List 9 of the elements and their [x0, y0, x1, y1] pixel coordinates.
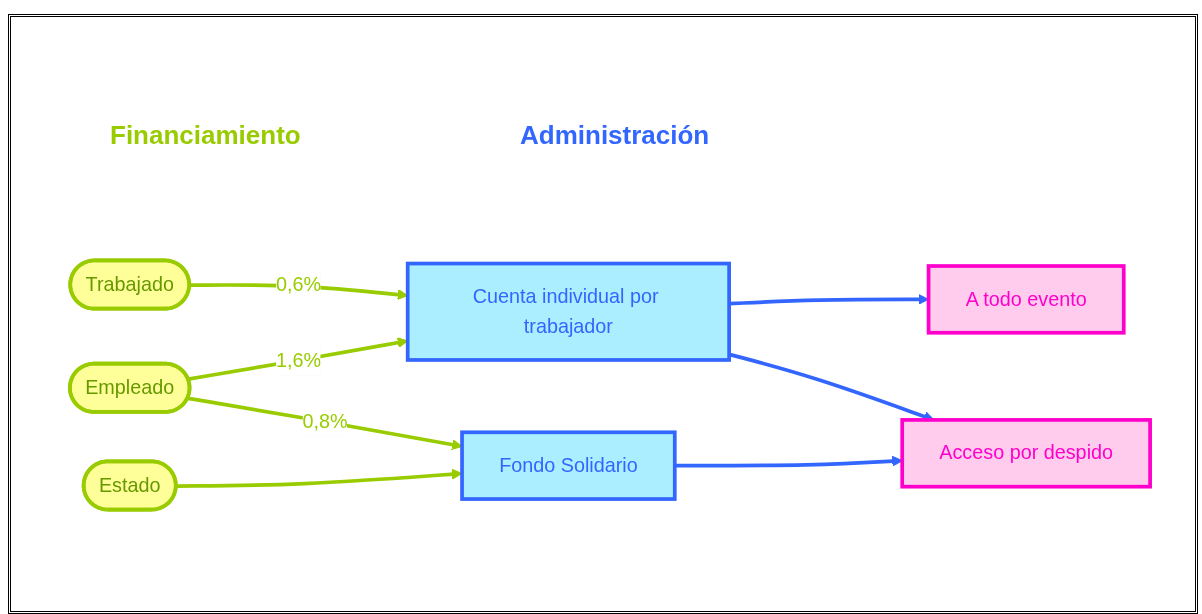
node-box: A todo evento — [926, 264, 1126, 335]
node-box: Acceso por despido — [900, 418, 1152, 489]
node-box: Cuenta individual por trabajador — [405, 261, 731, 362]
edge-label: 0,8% — [302, 410, 348, 432]
column-heading: Administración — [520, 120, 710, 151]
node-box: Fondo Solidario — [460, 430, 677, 501]
edge-label: 0,6% — [276, 273, 322, 295]
column-heading: Financiamiento — [110, 120, 301, 151]
edge-label: 1,6% — [276, 349, 322, 371]
